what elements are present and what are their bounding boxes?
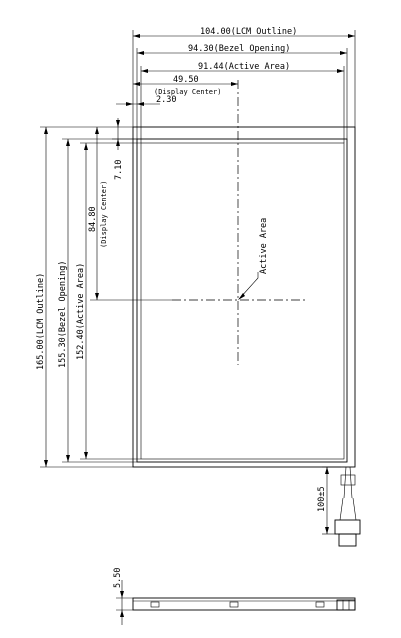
display-center-y-label: 84.80 <box>88 206 98 232</box>
bezel-opening-width-label: 94.30(Bezel Opening) <box>188 44 290 54</box>
active-area-width-label: 91.44(Active Area) <box>198 62 290 72</box>
lcm-outline-height-label: 165.00(LCM Outline) <box>36 273 46 370</box>
display-center-x-label: 49.50 <box>173 75 199 85</box>
side-outline <box>132 597 356 611</box>
bezel-opening-height-label: 155.30(Bezel Opening) <box>58 261 68 368</box>
left-offset-label: 2.30 <box>156 95 176 105</box>
display-center-y-caption: (Display Center) <box>100 181 108 248</box>
cable-dimension: 100±5 <box>317 466 341 535</box>
active-area <box>140 142 345 460</box>
active-area-height-label: 152.40(Active Area) <box>76 263 86 360</box>
active-area-leader <box>239 272 259 299</box>
cable-connector <box>334 466 361 547</box>
bezel-opening <box>136 138 348 463</box>
cable-length-label: 100±5 <box>317 486 327 512</box>
top-offset-label: 7.10 <box>114 160 124 180</box>
lcm-outline <box>132 126 356 468</box>
display-center-x-caption: (Display Center) <box>154 88 221 96</box>
front-view: Active Area <box>132 80 361 547</box>
top-dimensions: 104.00(LCM Outline) 94.30(Bezel Opening)… <box>116 27 356 143</box>
left-dimensions: 165.00(LCM Outline) 155.30(Bezel Opening… <box>36 118 172 468</box>
active-area-callout-label: Active Area <box>259 218 269 274</box>
side-view: 5.50 <box>113 568 356 625</box>
active-area-leader-arrow <box>238 293 245 300</box>
lcm-outline-width-label: 104.00(LCM Outline) <box>200 27 297 37</box>
side-thickness-label: 5.50 <box>113 568 123 588</box>
